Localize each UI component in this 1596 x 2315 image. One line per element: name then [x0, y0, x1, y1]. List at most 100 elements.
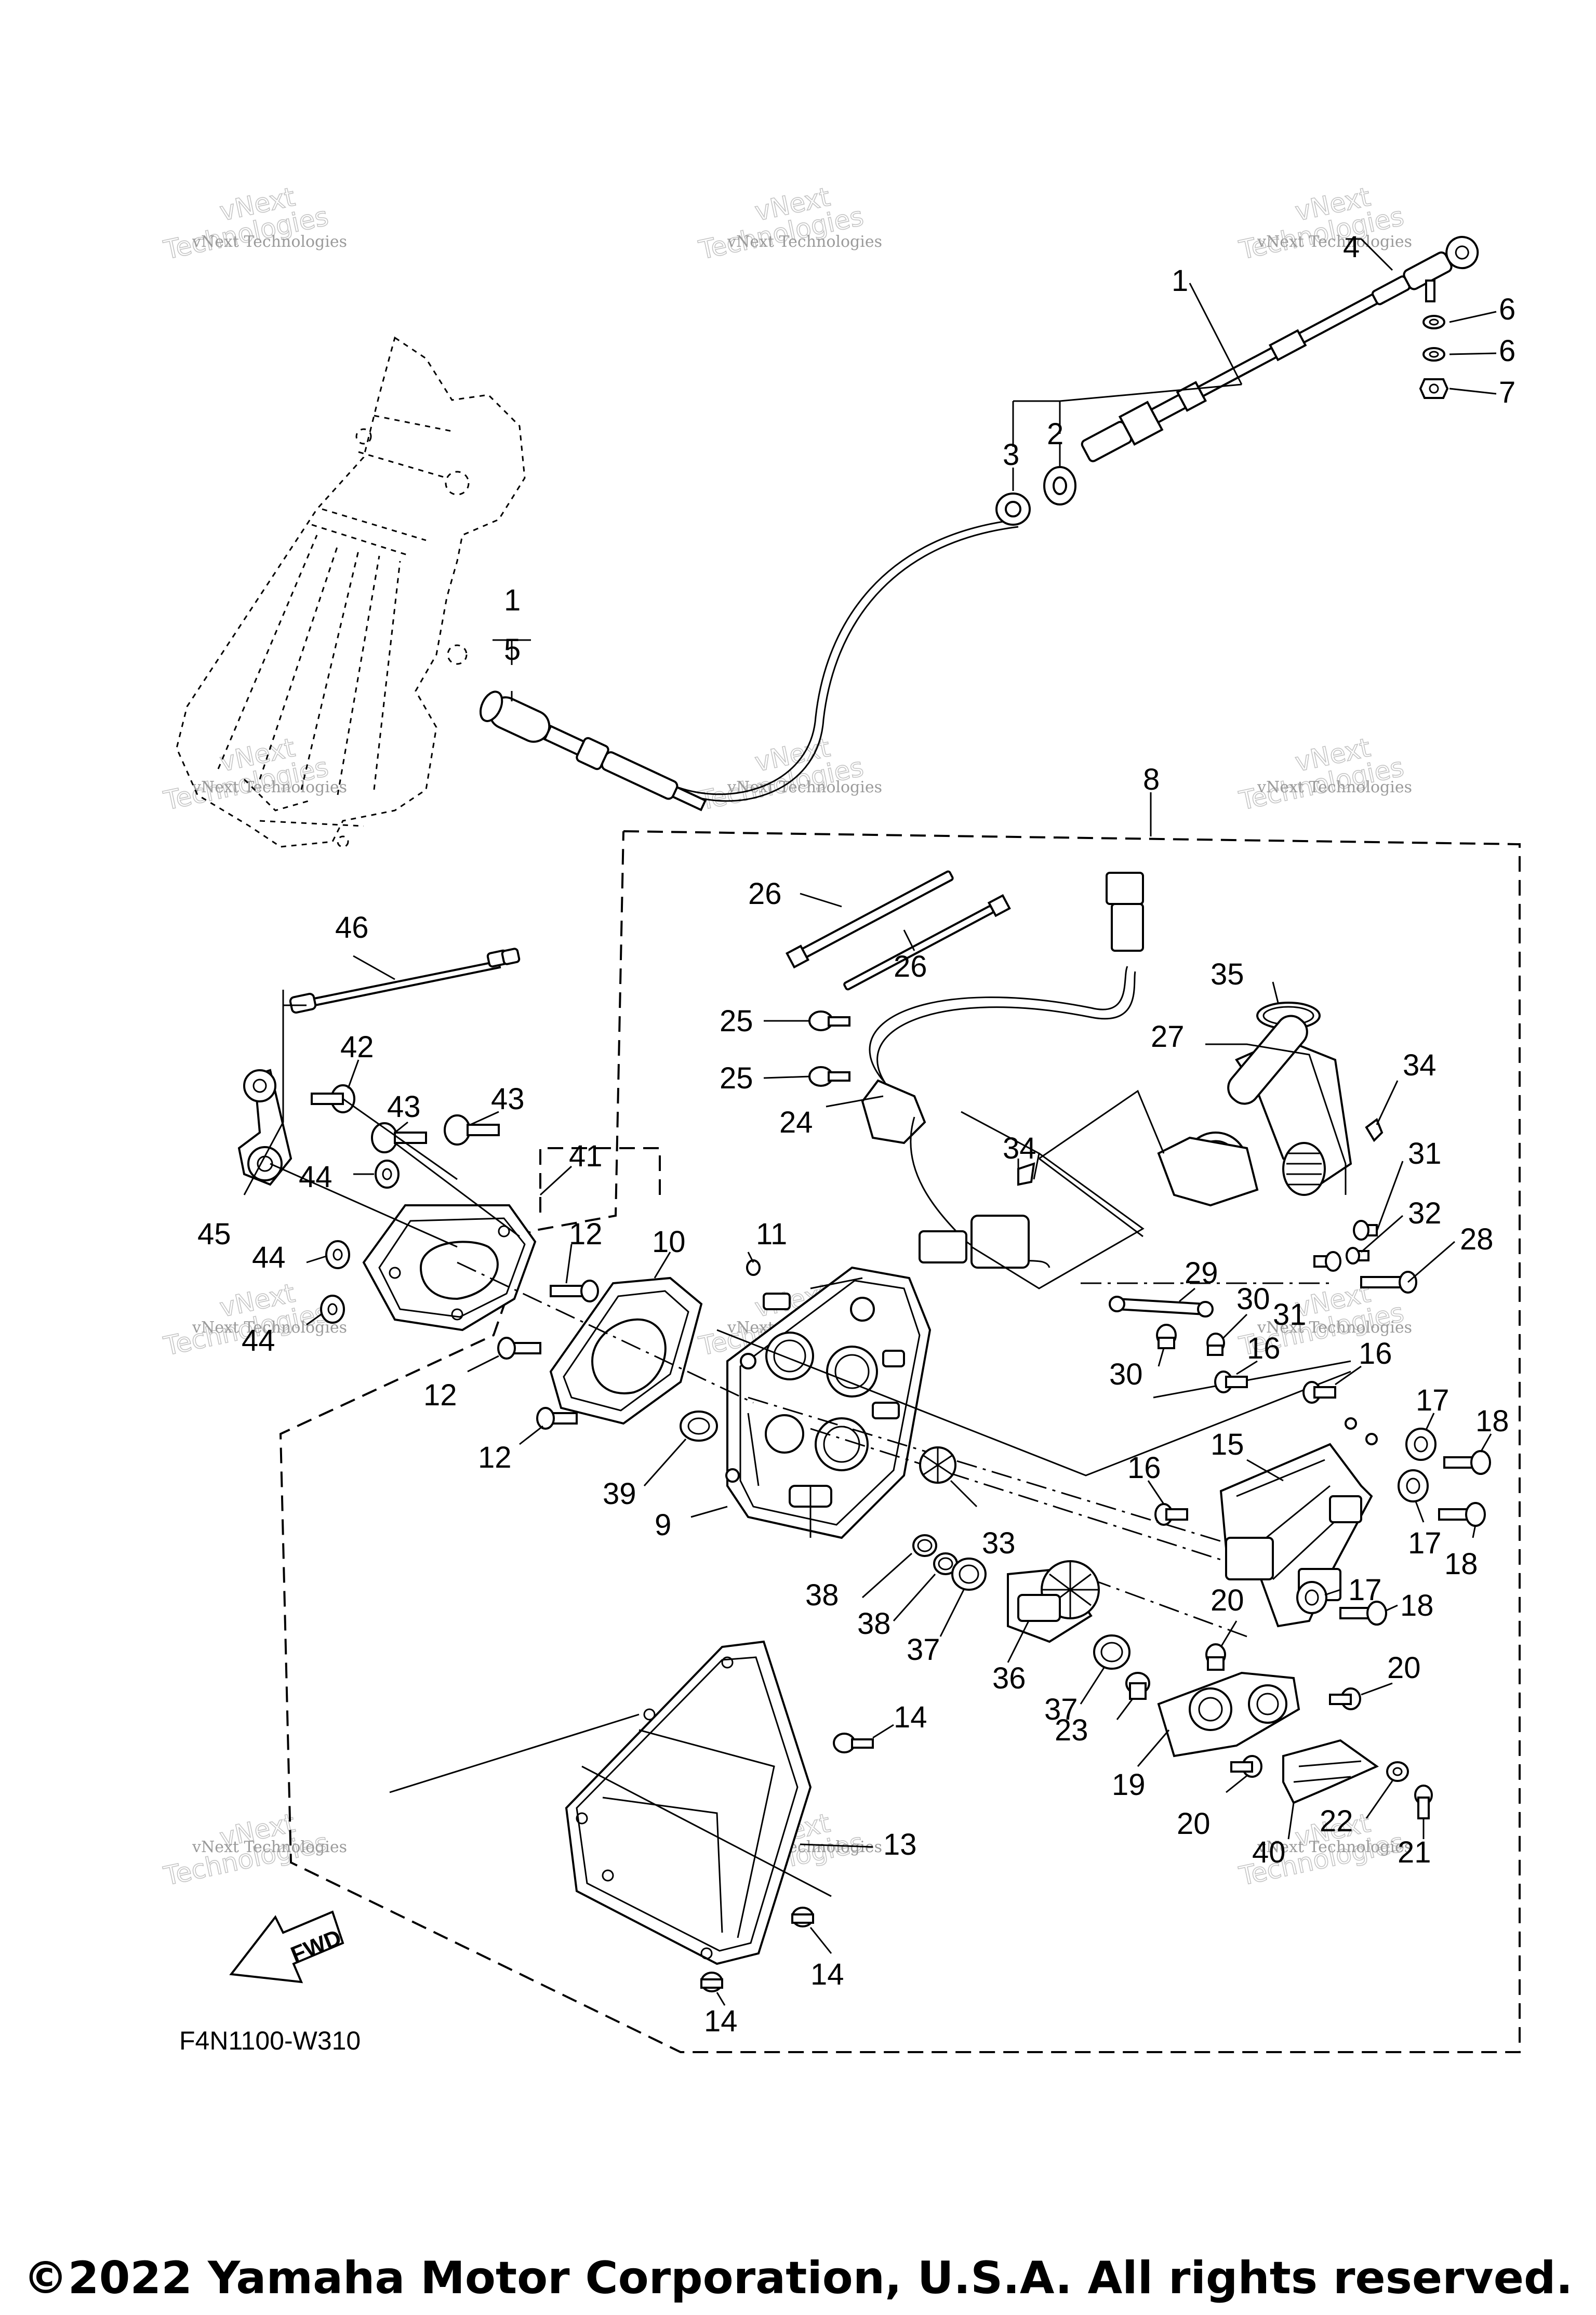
assembly-8-boundary [279, 830, 1521, 2053]
callout-36: 36 [992, 1661, 1026, 1695]
callout-44-a: 44 [299, 1160, 332, 1194]
callout-37-a: 37 [907, 1633, 940, 1667]
callout-29: 29 [1185, 1256, 1218, 1290]
callout-34-a: 34 [1403, 1048, 1437, 1082]
callout-4: 4 [1343, 230, 1360, 264]
callout-25-a: 25 [720, 1004, 753, 1038]
callout-44-c: 44 [242, 1324, 275, 1358]
bolt-18-a [1443, 1433, 1492, 1475]
washer-44-a [353, 1160, 400, 1189]
callout-2: 2 [1047, 417, 1063, 451]
bolt-43-b [444, 1111, 500, 1146]
callout-1: 1 [1172, 264, 1188, 298]
callout-28: 28 [1460, 1222, 1494, 1256]
screw-25-a [808, 1010, 850, 1031]
watermark: vNext Technologies [1257, 233, 1412, 251]
callout-44-b: 44 [252, 1241, 286, 1274]
callout-18-c: 18 [1400, 1589, 1434, 1622]
washer-2 [1043, 466, 1076, 505]
callout-31-b: 31 [1273, 1298, 1307, 1332]
callout-18-b: 18 [1444, 1547, 1478, 1581]
callout-1-b: 1 [504, 583, 521, 617]
bolt-18-c [1339, 1601, 1398, 1626]
grommet-17-c [1296, 1581, 1341, 1614]
bolt-12-a [550, 1244, 599, 1302]
bolt-43-a [371, 1121, 427, 1153]
callout-27: 27 [1151, 1020, 1185, 1054]
callout-6-b: 6 [1499, 334, 1515, 368]
callout-17-a: 17 [1416, 1383, 1449, 1417]
callout-11: 11 [756, 1217, 787, 1251]
link-19 [1137, 1671, 1300, 1767]
washer-44-b [306, 1240, 350, 1269]
gear-shaft-36 [1007, 1560, 1100, 1663]
bushing-37-b [1080, 1634, 1130, 1705]
screw-25-b [808, 1066, 850, 1087]
gear-33 [919, 1446, 978, 1508]
bushing-23 [1116, 1672, 1150, 1720]
callout-6-a: 6 [1499, 292, 1515, 326]
watermark: vNext Technologies [727, 233, 882, 251]
callout-14-a: 14 [894, 1700, 927, 1734]
callout-8: 8 [1143, 763, 1160, 796]
copyright-notice: ©2022 Yamaha Motor Corporation, U.S.A. A… [23, 2252, 1573, 2304]
screw-16-c [1147, 1480, 1188, 1526]
watermark: vNext Technologies [1257, 778, 1412, 796]
cover-13 [565, 1640, 873, 1965]
callout-14-b: 14 [810, 1958, 844, 1991]
callout-31-a: 31 [1408, 1137, 1442, 1170]
grommet-17-a [1405, 1413, 1437, 1461]
watermark: vNext Technologies [1257, 1319, 1412, 1337]
callout-10: 10 [652, 1225, 686, 1259]
callout-26-a: 26 [748, 877, 782, 911]
callout-33: 33 [982, 1526, 1016, 1560]
washer-22 [1365, 1761, 1409, 1819]
jet-pump-housing-outline [176, 336, 526, 848]
centerline [457, 1261, 1330, 1638]
callout-23: 23 [1055, 1713, 1088, 1747]
clip-40 [1282, 1739, 1379, 1840]
callout-20-a: 20 [1211, 1584, 1244, 1617]
callout-39: 39 [603, 1477, 636, 1511]
washers-6 [1422, 315, 1445, 362]
watermark: vNext Technologies [727, 778, 882, 796]
bolt-18-b [1438, 1502, 1486, 1538]
callout-38-a: 38 [805, 1578, 839, 1612]
callout-25-b: 25 [720, 1061, 753, 1095]
callout-16-c: 16 [1127, 1451, 1161, 1485]
callout-15: 15 [1211, 1428, 1244, 1461]
callout-12-c: 12 [478, 1441, 512, 1474]
callout-32: 32 [1408, 1196, 1442, 1230]
screw-20-a [1205, 1620, 1238, 1671]
callout-34-b: 34 [1003, 1132, 1036, 1165]
screw-16-a [1214, 1360, 1258, 1393]
callout-16-a: 16 [1247, 1332, 1281, 1365]
fwd-arrow-icon: FWD [229, 1910, 345, 1984]
rod-46 [289, 948, 521, 1014]
bushing-37-a [939, 1558, 987, 1637]
callout-20-b: 20 [1387, 1651, 1421, 1685]
washer-44-c [306, 1295, 345, 1326]
assembly-41-boundary [539, 1147, 661, 1221]
callout-37-b: 37 [1044, 1693, 1078, 1726]
seal-39 [643, 1411, 718, 1486]
lever-45 [237, 990, 307, 1195]
screw-32 [1346, 1247, 1369, 1265]
screw-30-a [1156, 1324, 1177, 1367]
callout-7: 7 [1499, 376, 1515, 409]
plate-10 [549, 1252, 703, 1425]
callout-41: 41 [569, 1139, 603, 1173]
callout-26-b: 26 [894, 950, 927, 983]
callout-16-b: 16 [1359, 1337, 1392, 1371]
screw-16-b [1302, 1365, 1362, 1404]
watermark: vNext Technologies [192, 778, 347, 796]
diagram-code: F4N1100-W310 [179, 2026, 361, 2055]
servo-motor [1039, 981, 1455, 1294]
callout-46: 46 [335, 911, 369, 944]
screw-31-a [1353, 1220, 1378, 1241]
callout-labels: 1 2 3 4 6 6 7 1 5 8 26 26 35 25 27 34 25… [197, 230, 1515, 2038]
callout-20-c: 20 [1177, 1807, 1211, 1841]
callout-38-b: 38 [857, 1607, 891, 1641]
callout-3: 3 [1003, 438, 1019, 472]
